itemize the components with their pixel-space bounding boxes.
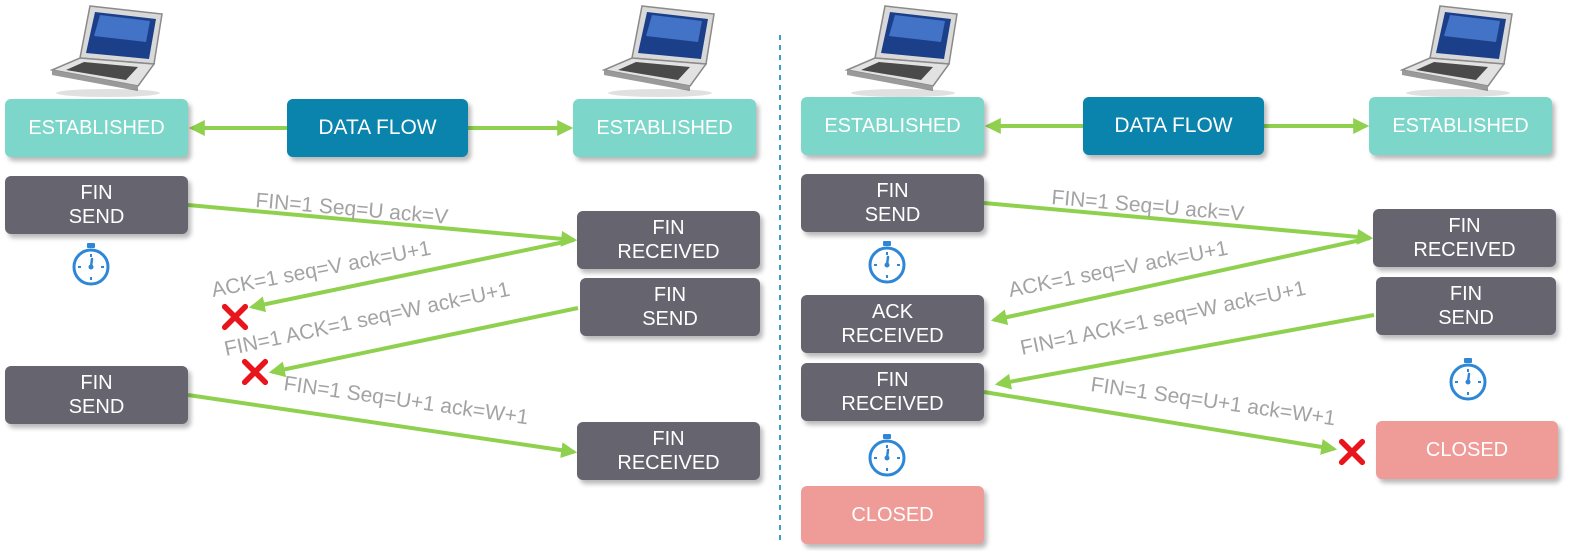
message-label: FIN=1 Seq=U+1 ack=W+1 xyxy=(282,372,530,429)
fin-arrow-2 xyxy=(983,390,1338,455)
red-x-icon xyxy=(225,307,246,328)
fin-received-box: FIN RECEIVED xyxy=(801,363,984,421)
fin-received-box: FIN RECEIVED xyxy=(577,422,760,480)
stopwatch-icon xyxy=(868,240,906,284)
red-x-icon xyxy=(245,362,266,383)
fin-send-box: FIN SEND xyxy=(5,366,188,424)
fin-ack-arrow-lost xyxy=(268,306,579,378)
fin-received-box: FIN RECEIVED xyxy=(1373,209,1556,267)
fin-arrow-1 xyxy=(983,201,1374,245)
ack-received-box: ACK RECEIVED xyxy=(801,295,984,353)
fin-send-box: FIN SEND xyxy=(801,174,984,232)
laptop-icon xyxy=(603,5,715,97)
data-flow-box: DATA FLOW xyxy=(287,99,468,157)
fin-arrow-2 xyxy=(187,393,578,459)
fin-received-box: FIN RECEIVED xyxy=(577,211,760,269)
established-box: ESTABLISHED xyxy=(573,99,756,157)
established-box: ESTABLISHED xyxy=(5,99,188,157)
message-label: FIN=1 Seq=U+1 ack=W+1 xyxy=(1089,373,1337,430)
laptop-icon xyxy=(51,5,163,97)
ack-arrow-lost xyxy=(248,238,575,313)
fin-send-box: FIN SEND xyxy=(1376,277,1556,335)
laptop-icon xyxy=(846,5,958,97)
fin-ack-arrow xyxy=(994,313,1375,390)
established-box: ESTABLISHED xyxy=(1369,97,1552,155)
closed-box: CLOSED xyxy=(801,486,984,544)
fin-send-box: FIN SEND xyxy=(580,278,760,336)
closed-box: CLOSED xyxy=(1376,421,1558,479)
stopwatch-icon xyxy=(868,433,906,477)
fin-send-box: FIN SEND xyxy=(5,176,188,234)
message-label: FIN=1 Seq=U ack=V xyxy=(255,189,449,229)
data-flow-box: DATA FLOW xyxy=(1083,97,1264,155)
established-box: ESTABLISHED xyxy=(801,97,984,155)
stopwatch-icon xyxy=(72,242,110,286)
stopwatch-icon xyxy=(1449,357,1487,401)
red-x-icon xyxy=(1342,442,1363,463)
ack-arrow xyxy=(990,236,1371,326)
fin-arrow-1 xyxy=(187,203,578,247)
laptop-icon xyxy=(1401,5,1513,97)
